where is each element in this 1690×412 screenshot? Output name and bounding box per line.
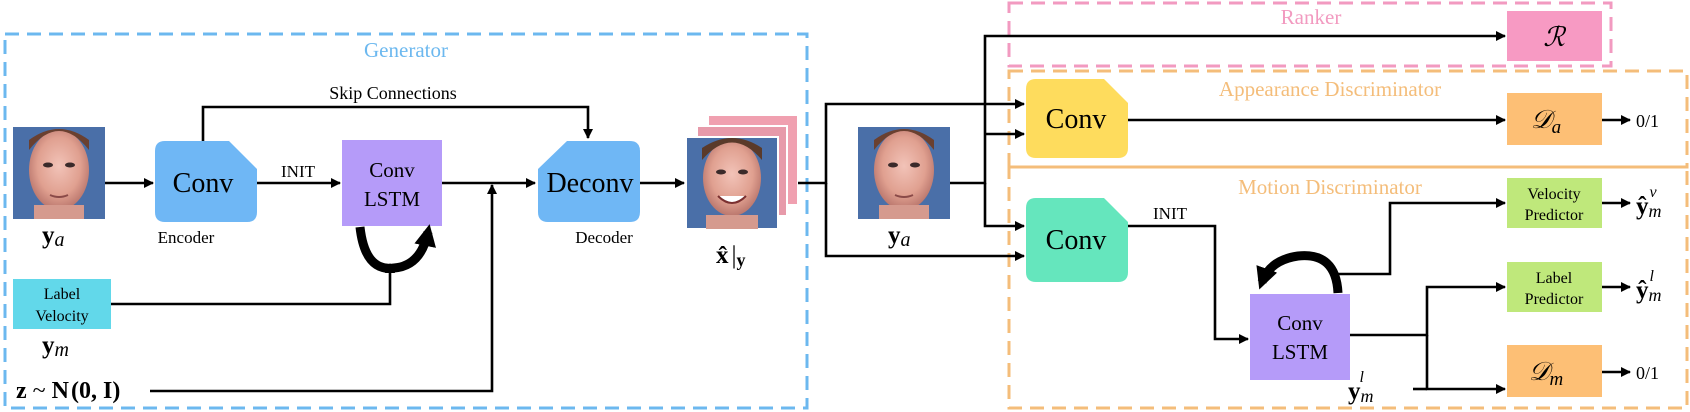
- generator-convlstm-line2: LSTM: [364, 187, 420, 211]
- motion-convlstm-line2: LSTM: [1272, 340, 1328, 364]
- motion-convlstm-block: [1250, 294, 1350, 380]
- label-predictor-line2: Predictor: [1525, 291, 1584, 308]
- appearance-conv-block: [1026, 79, 1128, 158]
- input-appearance-symbol: ya: [42, 222, 65, 251]
- real-face-to-motion: [983, 183, 1025, 231]
- velocity-predictor-line1: Velocity: [1527, 186, 1580, 203]
- generator-title: Generator: [364, 38, 448, 62]
- appearance-result: 0/1: [1636, 111, 1659, 131]
- decoder-label: Decoder: [575, 228, 633, 247]
- appearance-discriminator-title: Appearance Discriminator: [1219, 77, 1441, 101]
- init-label: INIT: [281, 162, 316, 181]
- velocity-predictor-line2: Predictor: [1525, 207, 1584, 224]
- ranker-symbol: ℛ: [1543, 22, 1567, 52]
- label-velocity-line2: Velocity: [35, 308, 88, 325]
- lstm-to-velocity-arrow: [1338, 198, 1506, 276]
- generated-frames-stack: [685, 114, 799, 230]
- noise-arrow: [150, 184, 497, 393]
- encoder-label: Encoder: [158, 228, 215, 247]
- generator-region: [3, 32, 809, 410]
- motion-result: 0/1: [1636, 363, 1659, 383]
- generated-output-symbol: x̂|y: [716, 242, 746, 270]
- decoder-deconv-block: [538, 141, 640, 222]
- encoder-conv-label: Conv: [173, 168, 234, 199]
- label-velocity-line1: Label: [44, 286, 81, 303]
- skip-connections-label: Skip Connections: [329, 83, 457, 103]
- skip-connection-arrow: [201, 105, 593, 141]
- label-predictor-box: [1507, 262, 1602, 312]
- ranker-region: [1007, 1, 1613, 68]
- input-face-image: [13, 127, 105, 219]
- appearance-output-box: [1507, 93, 1602, 145]
- motion-init-arrow: [1128, 224, 1249, 344]
- motion-discriminator-region: [1007, 165, 1689, 410]
- velocity-predictor-box: [1507, 178, 1602, 228]
- generator-convlstm-line1: Conv: [369, 158, 415, 182]
- velocity-output-symbol: ŷmv: [1636, 184, 1662, 221]
- ground-truth-label-symbol: yml: [1348, 369, 1374, 406]
- input-motion-symbol: ym: [42, 332, 69, 361]
- motion-init-label: INIT: [1153, 204, 1188, 223]
- label-velocity-box: [13, 279, 111, 329]
- decoder-deconv-label: Deconv: [546, 168, 633, 199]
- generator-recurrent-loop: [355, 224, 436, 273]
- ranker-box: [1507, 11, 1602, 61]
- motion-recurrent-loop: [1256, 251, 1343, 294]
- label-predictor-line1: Label: [1536, 270, 1573, 287]
- encoder-conv-block: [155, 141, 257, 222]
- motion-convlstm-line1: Conv: [1277, 311, 1323, 335]
- label-output-symbol: ŷml: [1636, 268, 1662, 305]
- noise-z-label: z~N(0, I): [16, 378, 120, 404]
- appearance-conv-label: Conv: [1046, 104, 1107, 135]
- generated-frames-to-motion: [824, 183, 1025, 261]
- motion-output-box: [1507, 345, 1602, 397]
- real-face-routing: [950, 31, 1506, 185]
- ranker-title: Ranker: [1281, 5, 1342, 29]
- lstm-to-dm-arrow: [1425, 335, 1506, 394]
- label-velocity-arrow: [111, 263, 395, 306]
- real-appearance-symbol: ya: [888, 222, 911, 251]
- motion-conv-block: [1026, 198, 1128, 282]
- motion-discriminator-title: Motion Discriminator: [1238, 175, 1422, 199]
- generator-convlstm-block: [342, 140, 442, 226]
- generated-frames-routing: [798, 99, 1025, 185]
- motion-conv-label: Conv: [1046, 225, 1107, 256]
- lstm-to-predictors-arrow: [1350, 282, 1506, 337]
- real-face-image: [858, 127, 950, 219]
